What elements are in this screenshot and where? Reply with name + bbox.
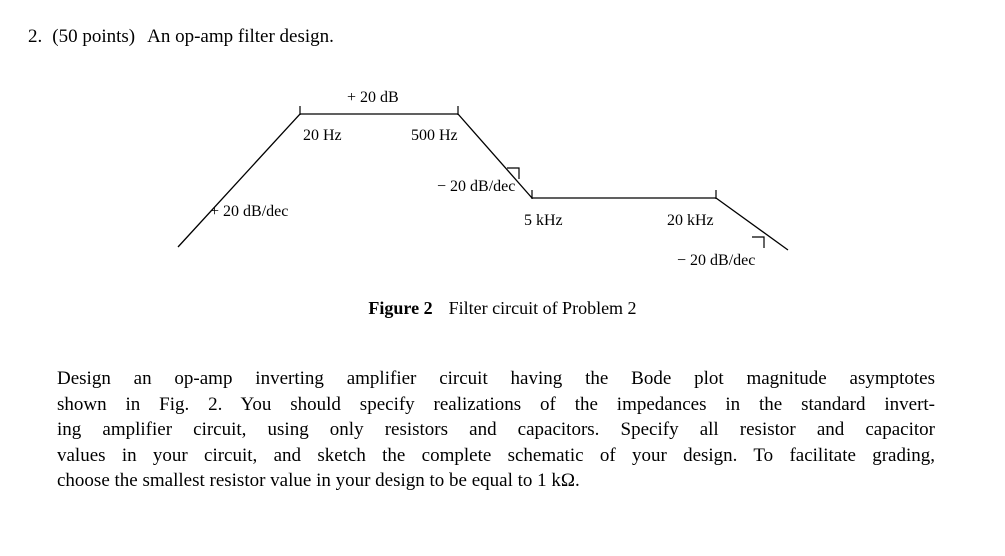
statement-line: shown in Fig. 2. You should specify real… xyxy=(57,393,935,415)
problem-heading: 2. (50 points) An op-amp filter design. xyxy=(28,26,334,48)
bode-plot-figure: + 20 dB 20 Hz 500 Hz − 20 dB/dec 5 kHz 2… xyxy=(0,85,1005,280)
label-slope-end: − 20 dB/dec xyxy=(677,252,756,269)
figure-caption-text: Filter circuit of Problem 2 xyxy=(448,298,637,318)
bode-asymptote-line xyxy=(177,113,789,251)
figure-caption: Figure 2 Filter circuit of Problem 2 xyxy=(0,298,1005,319)
figure-caption-label: Figure 2 xyxy=(368,298,433,318)
problem-number: 2. xyxy=(28,26,43,47)
slope-corner-marker-end xyxy=(752,236,765,248)
problem-title: An op-amp filter design. xyxy=(147,26,334,47)
problem-statement: Design an op-amp inverting amplifier cir… xyxy=(57,366,935,494)
statement-line: Design an op-amp inverting amplifier cir… xyxy=(57,368,935,389)
label-corner-20khz: 20 kHz xyxy=(667,212,714,229)
label-corner-500hz: 500 Hz xyxy=(411,127,458,144)
statement-line: choose the smallest resistor value in yo… xyxy=(57,470,580,491)
statement-line: ing amplifier circuit, using only resist… xyxy=(57,419,935,440)
statement-line: values in your circuit, and sketch the c… xyxy=(57,444,935,466)
label-slope-rising: + 20 dB/dec xyxy=(210,203,289,220)
label-corner-5khz: 5 kHz xyxy=(524,212,563,229)
label-slope-mid: − 20 dB/dec xyxy=(437,178,516,195)
problem-points: (50 points) xyxy=(52,26,136,47)
breakpoint-ticks xyxy=(299,106,717,199)
bode-plot-svg xyxy=(177,106,789,251)
label-gain-level: + 20 dB xyxy=(347,89,399,106)
slope-corner-marker-mid xyxy=(507,167,520,179)
label-corner-20hz: 20 Hz xyxy=(303,127,342,144)
